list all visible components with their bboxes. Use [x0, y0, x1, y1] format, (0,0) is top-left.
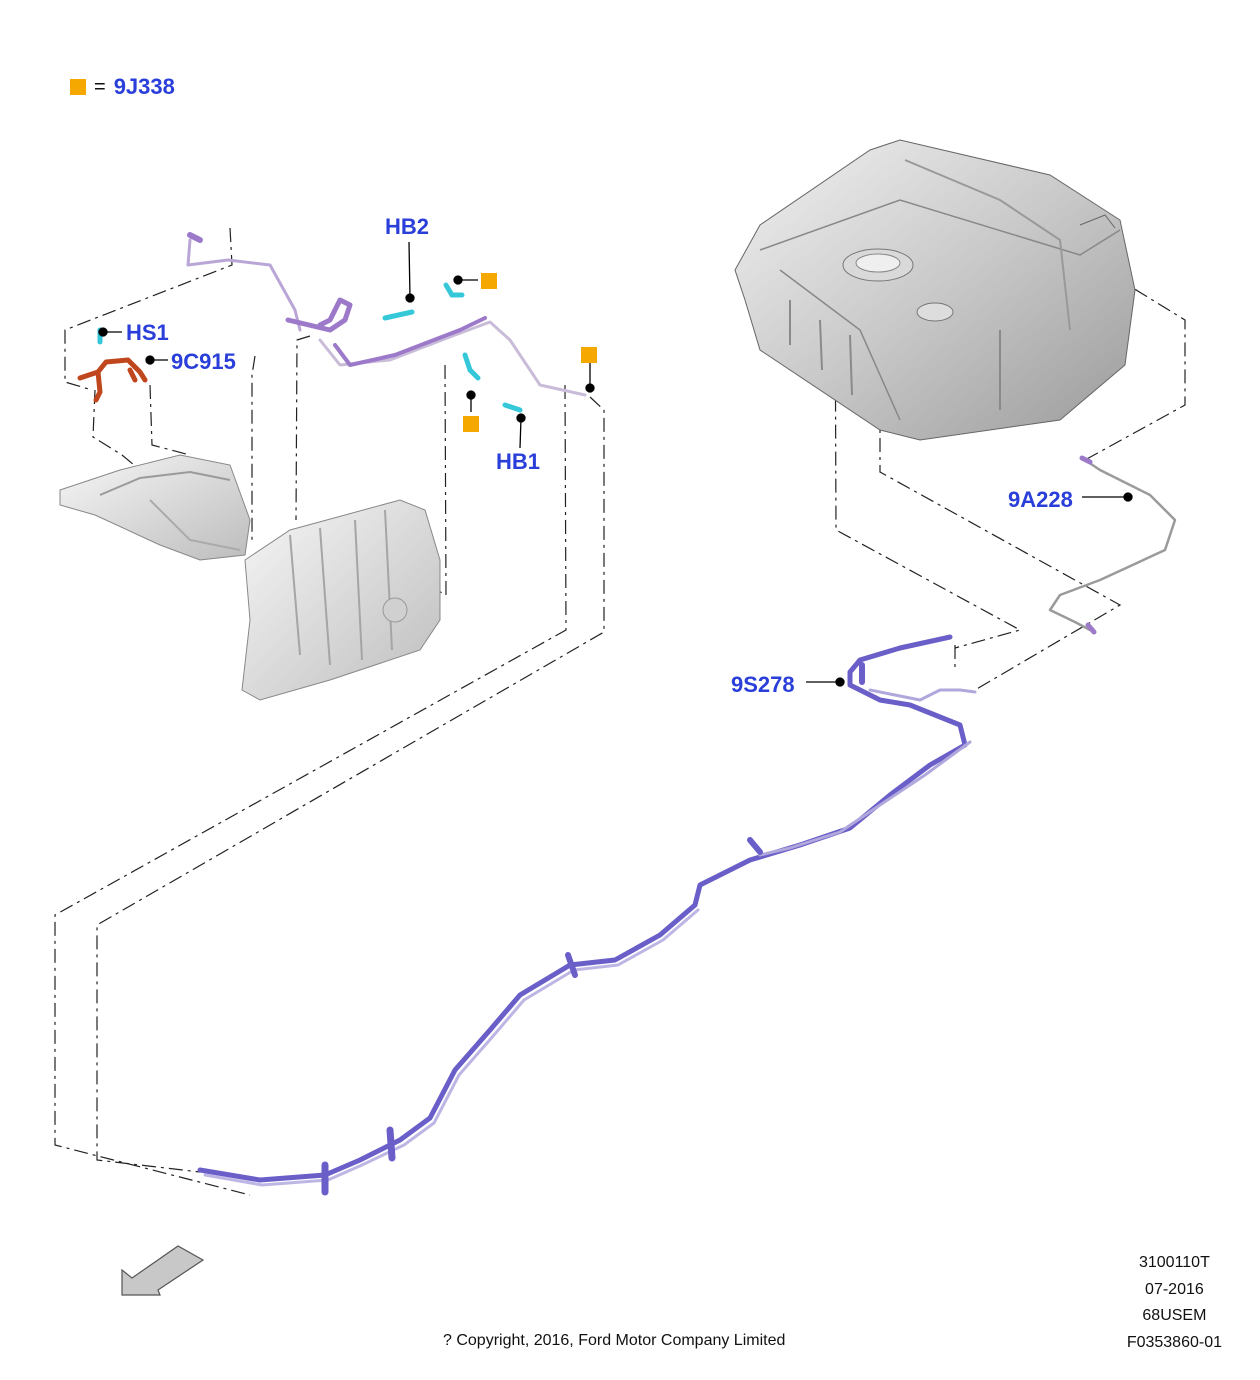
upper-fuel-tubes [186, 232, 587, 397]
cyan-clips [97, 282, 523, 413]
callout-hb2[interactable]: HB2 [385, 214, 430, 239]
transmission-illustration [59, 454, 441, 701]
fuel-tank-illustration [734, 139, 1136, 441]
copyright-text: ? Copyright, 2016, Ford Motor Company Li… [443, 1332, 786, 1349]
legend: = 9J338 [70, 74, 175, 100]
legend-equals: = [94, 75, 106, 98]
callout-9s278[interactable]: 9S278 [731, 672, 795, 697]
main-fuel-line [197, 634, 977, 1196]
callout-9a228[interactable]: 9A228 [1008, 487, 1073, 512]
callout-leaders [98, 241, 1133, 687]
model-code: 68USEM [1142, 1307, 1207, 1324]
drawing-number: 3100110T [1138, 1254, 1210, 1271]
callout-hb1[interactable]: HB1 [496, 449, 541, 474]
drawing-date: 07-2016 [1145, 1280, 1204, 1298]
orange-square-icon [70, 79, 86, 95]
drawing-info: 3100110T 07-2016 68USEM F0353860-01 [1127, 1250, 1222, 1356]
vapor-line-9a228 [1048, 455, 1177, 635]
callout-hs1[interactable]: HS1 [126, 320, 169, 345]
legend-code: 9J338 [113, 74, 175, 99]
marker-9j338 [481, 273, 497, 289]
marker-9j338 [581, 347, 597, 363]
red-harness [77, 357, 148, 403]
marker-9j338 [463, 416, 479, 432]
direction-arrow-icon [121, 1245, 205, 1296]
callout-9c915[interactable]: 9C915 [171, 349, 236, 374]
figure-id: F0353860-01 [1126, 1333, 1222, 1351]
